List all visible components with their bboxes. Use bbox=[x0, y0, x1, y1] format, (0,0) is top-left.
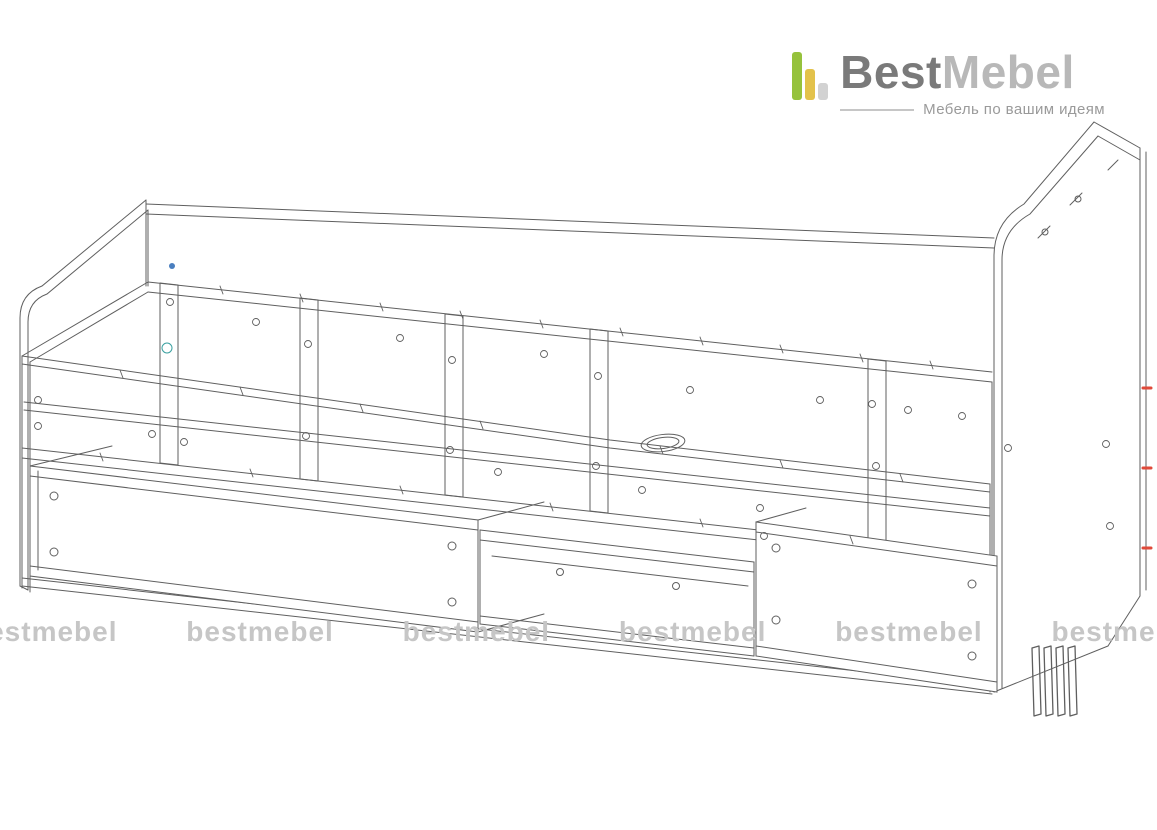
logo-text-block: BestMebel Мебель по вашим идеям bbox=[840, 48, 1105, 118]
logo-tagline: Мебель по вашим идеям bbox=[923, 101, 1105, 119]
middle-niche bbox=[480, 530, 754, 656]
logo-bar-gray bbox=[818, 83, 829, 100]
top-back-rail bbox=[146, 204, 994, 248]
accent-markers bbox=[162, 263, 1151, 548]
interior-partitions bbox=[160, 283, 886, 544]
logo-tagline-row: Мебель по вашим идеям bbox=[840, 101, 1105, 118]
logo-bar-green bbox=[792, 52, 803, 100]
right-side-panel bbox=[994, 122, 1146, 692]
drawer-right bbox=[756, 508, 997, 692]
logo-text-best: Best bbox=[840, 46, 942, 98]
bar-chart-logo-icon bbox=[792, 48, 829, 100]
logo-wordmark: BestMebel bbox=[840, 48, 1105, 96]
drawer-left bbox=[30, 446, 544, 632]
bestmebel-logo: BestMebel Мебель по вашим идеям bbox=[792, 48, 1105, 118]
tagline-divider-line bbox=[840, 108, 915, 111]
support-slats bbox=[1032, 646, 1077, 716]
logo-bar-yellow bbox=[805, 69, 816, 100]
cable-hole bbox=[640, 432, 686, 454]
logo-text-mebel: Mebel bbox=[941, 46, 1075, 98]
cabinet-carcass bbox=[22, 282, 992, 694]
hardware-marks bbox=[35, 286, 1114, 544]
